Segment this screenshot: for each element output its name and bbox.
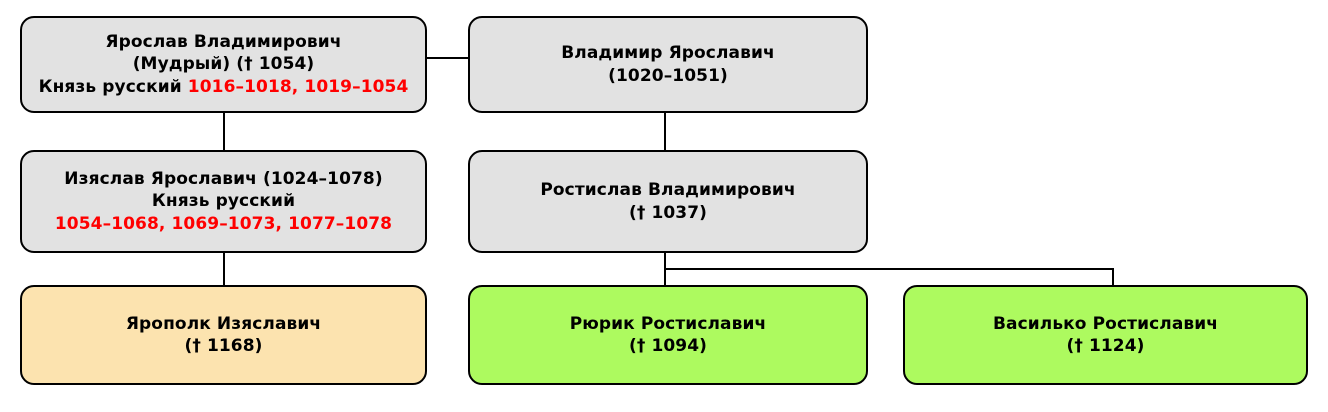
node-yaroslav-reign: 1016–1018, 1019–1054 [187,76,409,97]
edge-yaroslav-izyaslav [223,113,225,151]
node-izyaslav-reign: 1054–1068, 1069–1073, 1077–1078 [54,213,393,234]
node-vasilko-line1: Василько Ростиславич [992,313,1219,334]
node-yaroslav-title: Князь русский [38,76,182,97]
node-yaropolk-izyaslavich[interactable]: Ярополк Изяславич († 1168) [20,285,427,385]
node-yaroslav-vladimirovich[interactable]: Ярослав Владимирович (Мудрый) († 1054) К… [20,16,427,113]
node-vladimir-line2: (1020–1051) [608,65,728,86]
node-yaropolk-line1: Ярополк Изяславич [125,313,322,334]
node-izyaslav-yaroslavich[interactable]: Изяслав Ярославич (1024–1078) Князь русс… [20,150,427,253]
node-vladimir-line1: Владимир Ярославич [561,43,775,64]
node-vasilko-line2: († 1124) [1066,336,1145,356]
node-rostislav-line1: Ростислав Владимирович [540,180,796,201]
node-vladimir-yaroslavich[interactable]: Владимир Ярославич (1020–1051) [468,16,868,113]
edge-rostislav-vasilko-drop [1112,268,1114,286]
node-rostislav-line2: († 1037) [628,202,708,223]
node-rostislav-vladimirovich[interactable]: Ростислав Владимирович († 1037) [468,150,868,253]
edge-rostislav-vasilko-bus [664,268,1114,270]
node-yaroslav-line2: (Мудрый) († 1054) [132,54,315,75]
node-yaroslav-line1: Ярослав Владимирович [105,32,342,53]
edge-vladimir-rostislav [664,113,666,151]
node-yaroslav-line3: Князь русский 1016–1018, 1019–1054 [39,76,409,98]
node-rurik-rostislavich[interactable]: Рюрик Ростиславич († 1094) [468,285,868,385]
edge-izyaslav-yaropolk [223,253,225,286]
node-izyaslav-title: Князь русский [151,191,296,212]
node-vasilko-rostislavich[interactable]: Василько Ростиславич († 1124) [903,285,1308,385]
node-yaropolk-line2: († 1168) [184,336,263,356]
node-rurik-line2: († 1094) [628,336,708,356]
edge-yaroslav-vladimir [427,57,469,59]
node-rurik-line1: Рюрик Ростиславич [569,313,767,334]
node-izyaslav-line1: Изяслав Ярославич (1024–1078) [64,169,383,190]
